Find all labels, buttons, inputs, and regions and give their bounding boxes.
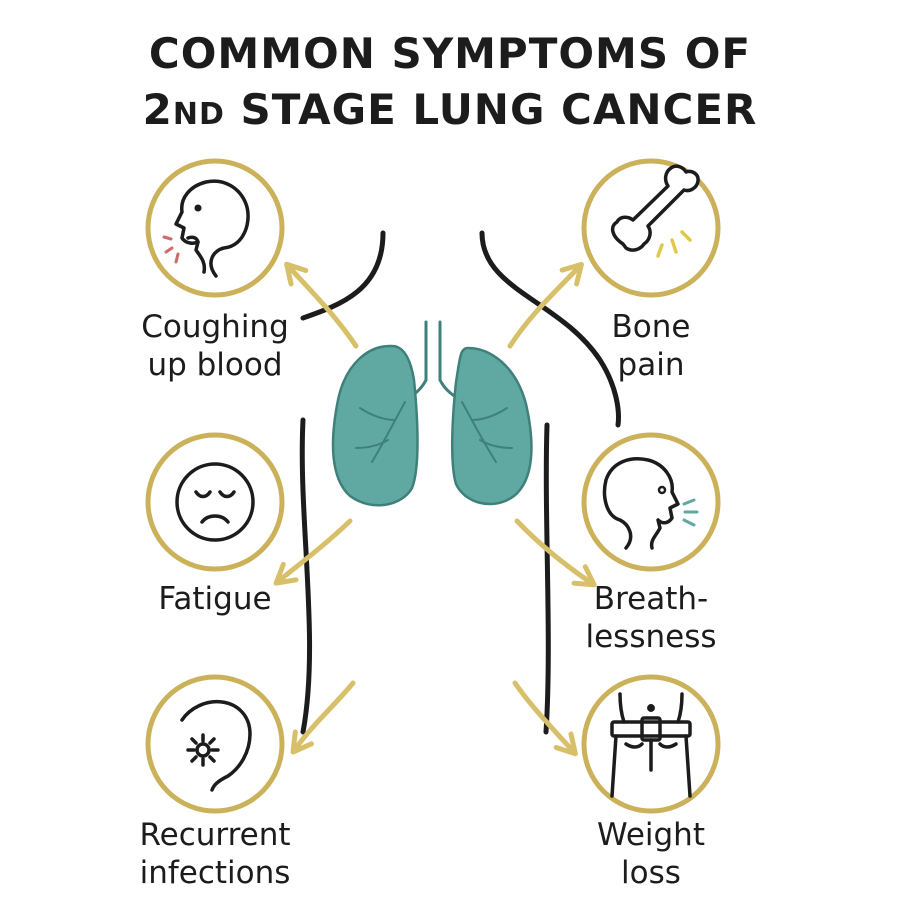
ring-infections [145, 674, 285, 814]
body-outline [299, 230, 621, 735]
neck-left-shoulder-line [300, 230, 386, 321]
arrow-to-coughing [284, 261, 359, 349]
coughing-head-icon [162, 179, 250, 278]
arrow-to-breathlessness [514, 518, 597, 588]
left-lung [331, 344, 419, 507]
label-coughing-up-blood: Coughing up blood [115, 308, 315, 384]
tired-face-icon [175, 462, 255, 542]
arrows [273, 261, 597, 757]
ring-bone-pain [581, 158, 721, 298]
label-line: loss [621, 855, 681, 891]
label-line: Coughing [141, 309, 289, 345]
arrow-to-weight-loss [512, 680, 578, 757]
trachea [424, 320, 442, 382]
breathing-head-icon [602, 457, 699, 550]
arrow-to-bone-pain [507, 261, 584, 349]
lungs-icon [331, 320, 533, 507]
icon-rings [145, 158, 721, 814]
label-line: Recurrent [139, 817, 291, 853]
label-line: Bone [611, 309, 691, 345]
label-line: pain [617, 347, 685, 383]
label-recurrent-infections: Recurrent infections [115, 816, 315, 892]
arrow-to-infections [290, 680, 356, 755]
right-lung [450, 346, 533, 506]
infection-icon [180, 699, 252, 792]
label-fatigue: Fatigue [115, 580, 315, 618]
title-stage-suffix: ND [172, 97, 225, 132]
left-torso-line [299, 417, 313, 735]
label-line: infections [139, 855, 291, 891]
bone-icon [610, 164, 700, 258]
label-line: lessness [585, 619, 717, 655]
title-stage-number: 2 [142, 85, 173, 134]
label-line: Weight [596, 817, 705, 853]
page-title-line-2: 2ND STAGE LUNG CANCER [0, 84, 900, 141]
page-title-line-1: COMMON SYMPTOMS OF [148, 29, 752, 78]
title-stage-text: STAGE LUNG CANCER [224, 85, 758, 134]
right-torso-line [543, 422, 551, 735]
label-bone-pain: Bone pain [551, 308, 751, 384]
ring-breathlessness [581, 432, 721, 572]
arrow-to-fatigue [273, 518, 353, 586]
ring-coughing [145, 158, 285, 298]
ring-fatigue [145, 432, 285, 572]
label-line: up blood [147, 347, 283, 383]
label-line: Fatigue [158, 581, 272, 617]
neck-right-shoulder-line [479, 230, 621, 428]
label-line: Breath- [593, 581, 709, 617]
label-weight-loss: Weight loss [551, 816, 751, 892]
loose-pants-icon [610, 692, 692, 798]
label-breathlessness: Breath- lessness [551, 580, 751, 656]
